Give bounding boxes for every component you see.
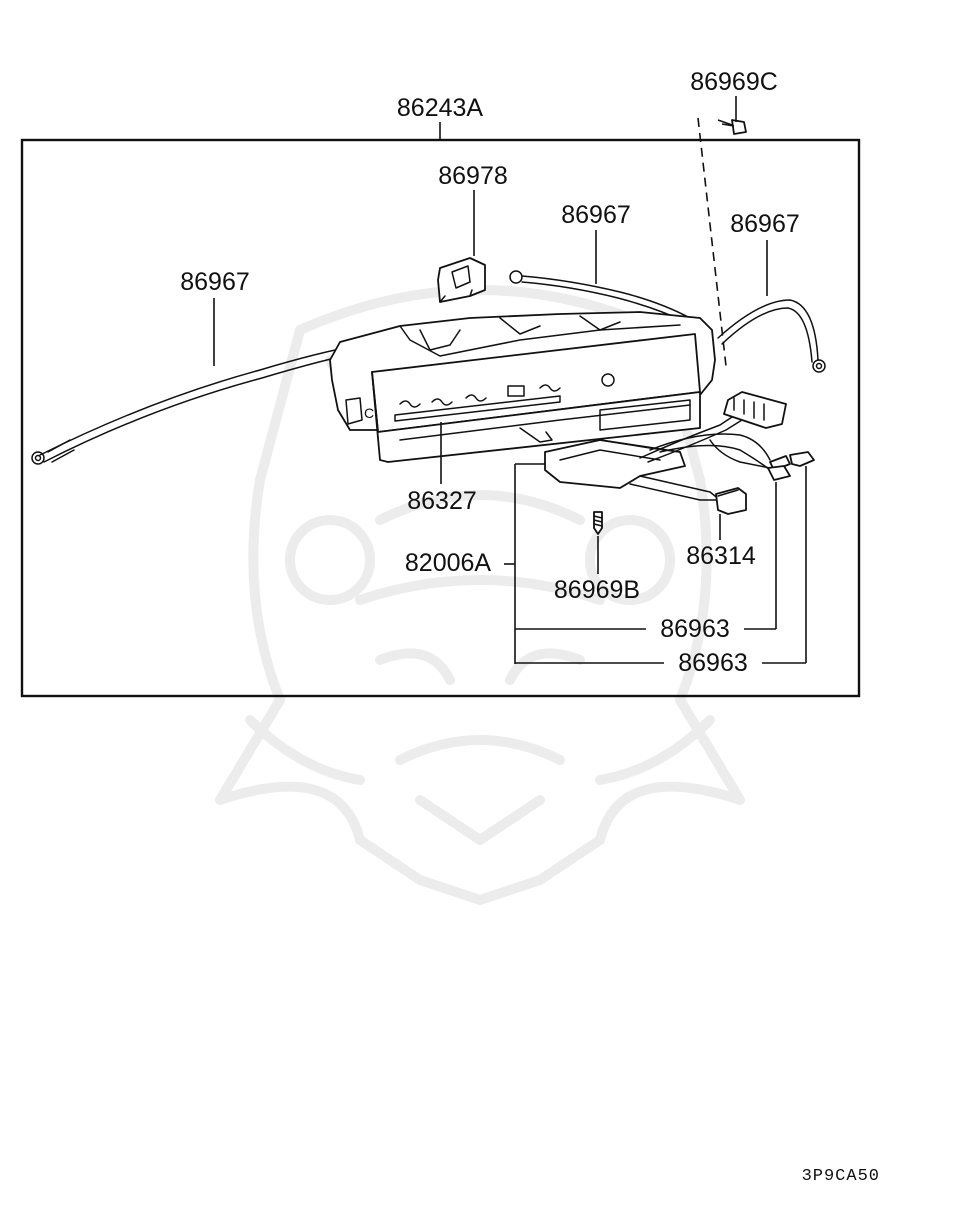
leader-lines (213, 96, 807, 664)
wire-harness-drawing (639, 391, 815, 481)
label-86967-left: 86967 (180, 268, 250, 296)
clip-drawing (437, 257, 486, 303)
bulb-socket-drawing (715, 487, 747, 515)
label-86967-right: 86967 (730, 210, 800, 238)
drawing-code: 3P9CA50 (802, 1167, 880, 1186)
cable-right-drawing (717, 299, 826, 373)
label-86327: 86327 (407, 487, 477, 515)
watermark-logo (215, 285, 745, 905)
screw-86969C-drawing (721, 119, 747, 135)
label-86963-a: 86963 (660, 615, 730, 643)
label-82006A: 82006A (405, 549, 492, 577)
cable-left-drawing (31, 344, 363, 465)
label-86969C: 86969C (690, 68, 778, 96)
label-86978: 86978 (438, 162, 508, 190)
label-86967-center: 86967 (561, 201, 631, 229)
label-86963-b: 86963 (678, 649, 748, 677)
svg-text:C: C (364, 405, 374, 421)
control-panel-drawing: C (329, 311, 716, 463)
cable-center-drawing (509, 270, 691, 323)
screw-86969B-drawing (593, 511, 603, 535)
label-86969B: 86969B (554, 576, 640, 604)
label-86243A: 86243A (397, 94, 484, 122)
label-86314: 86314 (686, 542, 756, 570)
